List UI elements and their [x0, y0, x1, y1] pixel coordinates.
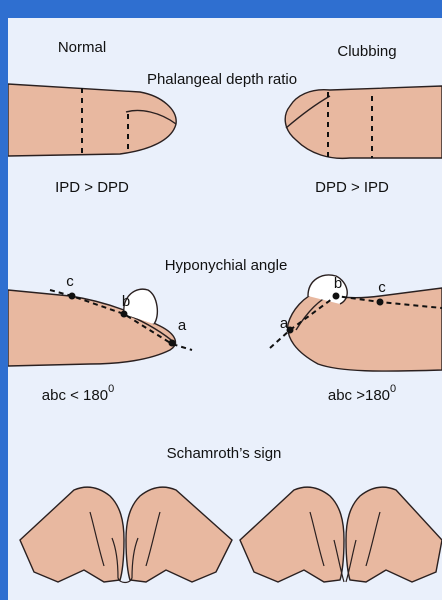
clubbed-point-b	[333, 293, 340, 300]
clubbing-diagram: Normal Clubbing Phalangeal depth ratio I…	[8, 18, 442, 600]
normal-finger-hyponychial	[8, 289, 192, 366]
clubbed-point-c	[377, 299, 384, 306]
point-a	[169, 340, 176, 347]
clubbed-point-b-label: b	[334, 275, 342, 292]
normal-schamroth-fingers	[20, 487, 232, 582]
clubbed-schamroth-fingers	[240, 487, 442, 582]
hyponychial-normal-label: abc < 1800	[42, 383, 114, 404]
normal-point-a-label: a	[178, 317, 187, 334]
schamroth-title: Schamroth’s sign	[167, 445, 282, 462]
hyponychial-title: Hyponychial angle	[165, 257, 288, 274]
depth-ratio-title: Phalangeal depth ratio	[147, 71, 297, 88]
point-c	[69, 293, 76, 300]
hyponychial-clubbing-label: abc >1800	[328, 383, 396, 404]
depth-ratio-normal-label: IPD > DPD	[55, 179, 129, 196]
frame-corner-mark	[4, 0, 14, 6]
normal-finger-depth	[8, 84, 176, 156]
clubbed-point-c-label: c	[378, 279, 386, 296]
figure-panel: Normal Clubbing Phalangeal depth ratio I…	[8, 18, 442, 600]
clubbing-column-title: Clubbing	[337, 43, 396, 60]
depth-ratio-clubbing-label: DPD > IPD	[315, 179, 389, 196]
normal-point-c-label: c	[66, 273, 74, 290]
normal-point-b-label: b	[122, 293, 130, 310]
clubbed-finger-depth	[285, 86, 442, 158]
point-b	[121, 311, 128, 318]
clubbed-point-a-label: a	[280, 315, 289, 332]
clubbed-finger-hyponychial	[270, 275, 442, 371]
normal-column-title: Normal	[58, 39, 106, 56]
